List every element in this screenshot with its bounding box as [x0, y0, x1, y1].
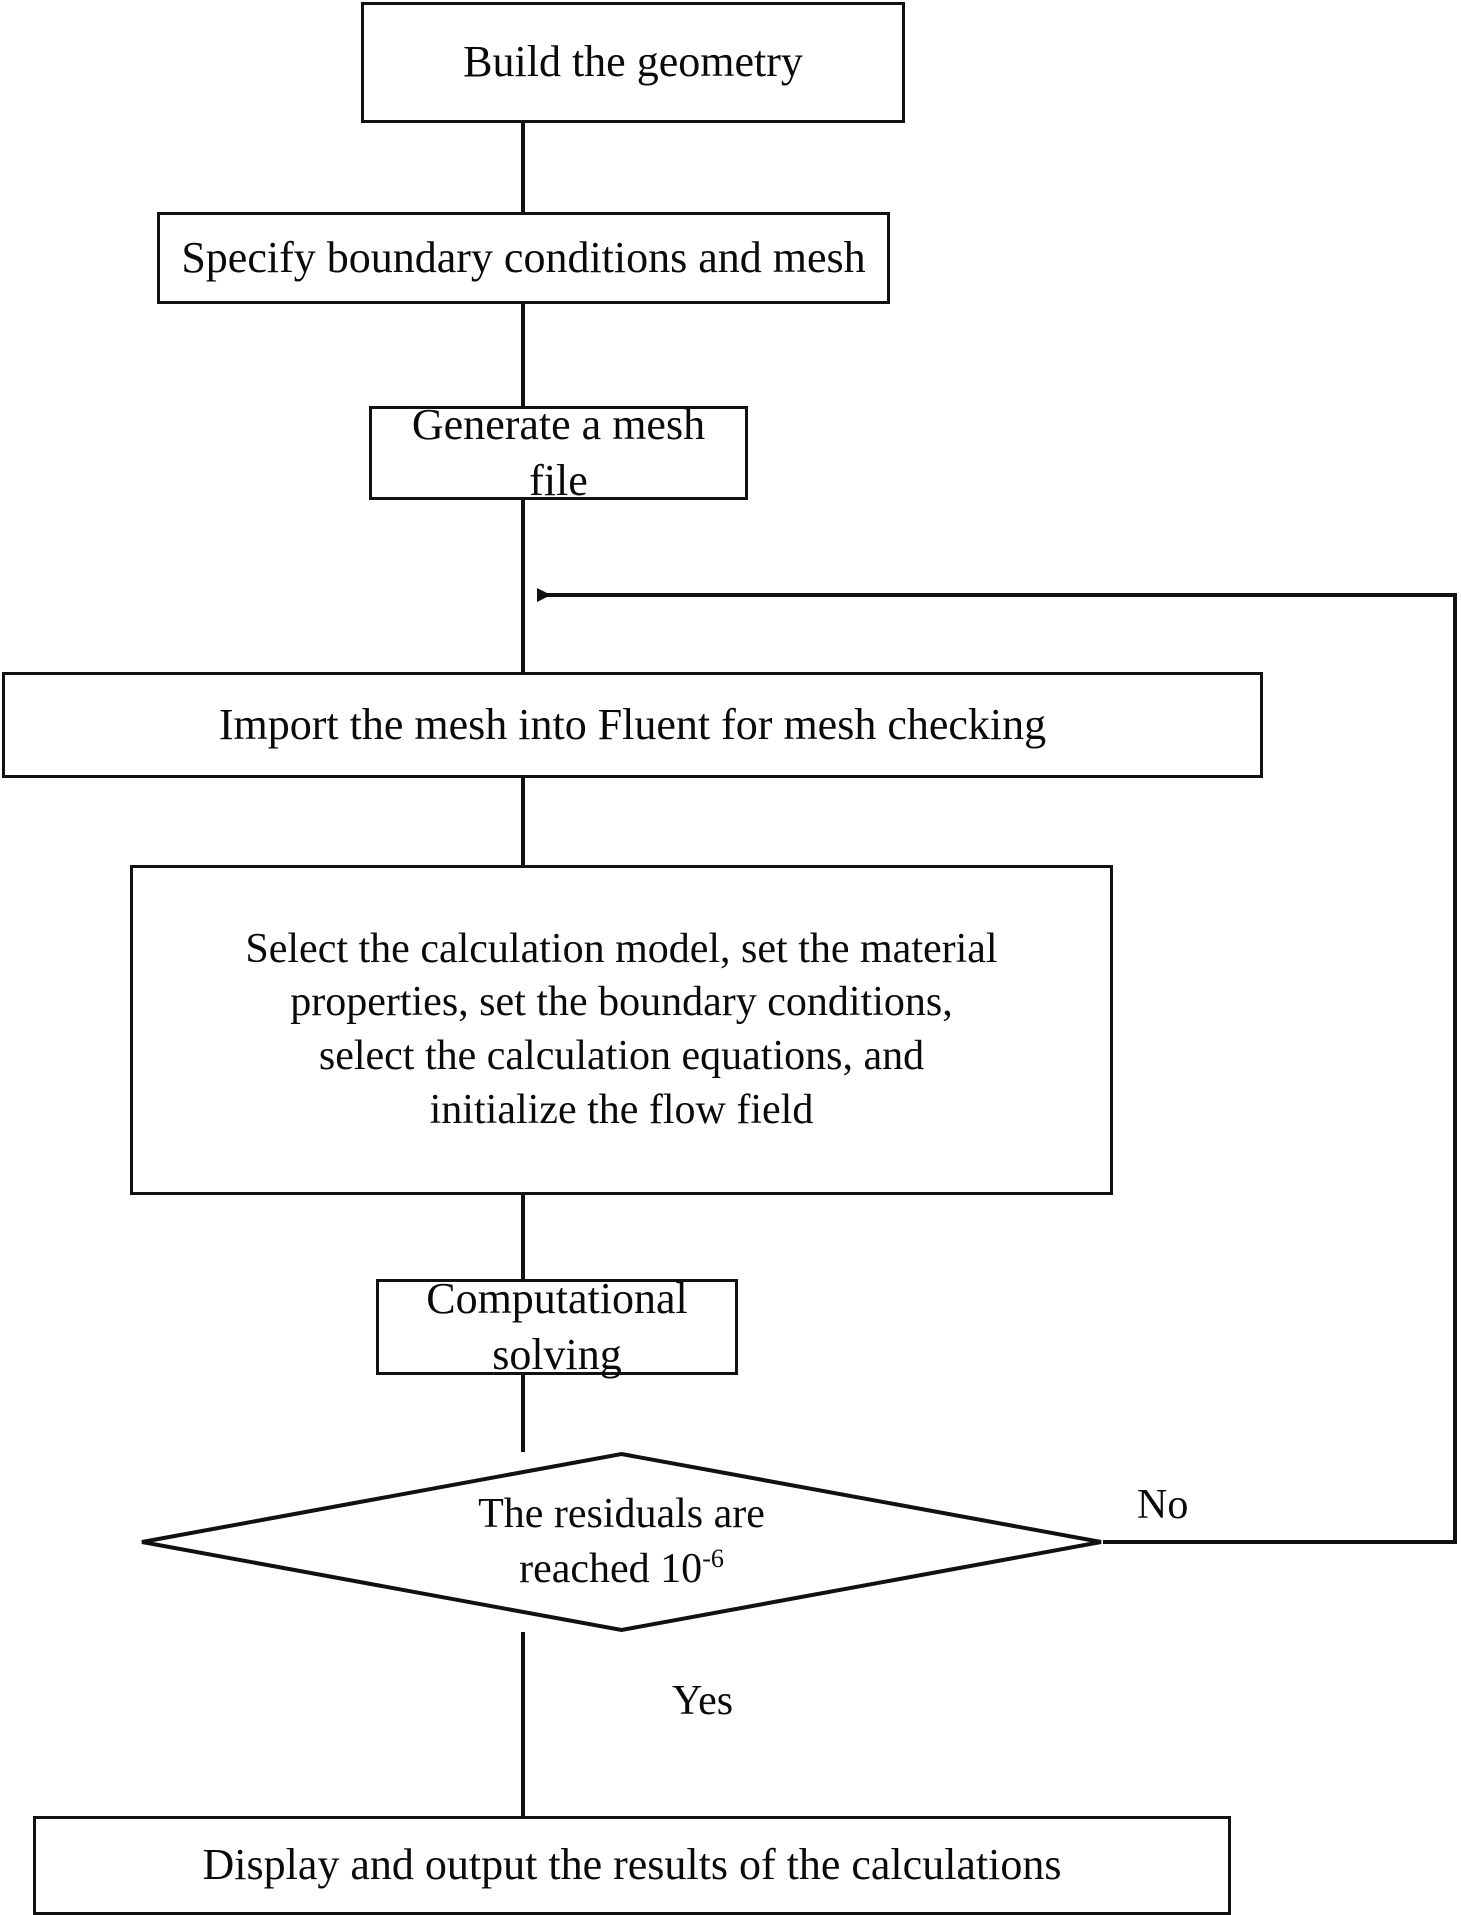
node-display-output[interactable]: Display and output the results of the ca… — [33, 1816, 1231, 1915]
node-import-mesh[interactable]: Import the mesh into Fluent for mesh che… — [2, 672, 1263, 778]
node-generate-mesh-file[interactable]: Generate a mesh file — [369, 400, 748, 505]
node-import-mesh-label: Import the mesh into Fluent for mesh che… — [218, 699, 1047, 749]
node-build-geometry-label: Build the geometry — [463, 37, 803, 87]
node-specify-boundary-conditions-mesh-label: Specify boundary conditions and mesh — [181, 232, 866, 282]
edge-decision-no-loop — [537, 588, 1457, 1544]
edge-label-yes: Yes — [672, 1678, 734, 1724]
edge-label-no: No — [1137, 1482, 1189, 1528]
node-generate-mesh-file-label: Generate a mesh file — [411, 399, 706, 505]
node-setup-model-label: Select the calculation model, set the ma… — [245, 925, 998, 1133]
node-display-output-label: Display and output the results of the ca… — [202, 1840, 1062, 1890]
node-residual-check[interactable]: The residuals are reached 10-6 — [140, 1451, 1103, 1633]
node-specify-boundary-conditions-mesh[interactable]: Specify boundary conditions and mesh — [157, 212, 890, 304]
node-setup-model[interactable]: Select the calculation model, set the ma… — [130, 865, 1113, 1195]
decision-diamond-shape — [141, 1451, 1102, 1633]
node-computational-solving[interactable]: Computational solving — [376, 1274, 738, 1379]
node-computational-solving-label: Computational solving — [426, 1273, 688, 1379]
node-build-geometry[interactable]: Build the geometry — [361, 2, 905, 123]
